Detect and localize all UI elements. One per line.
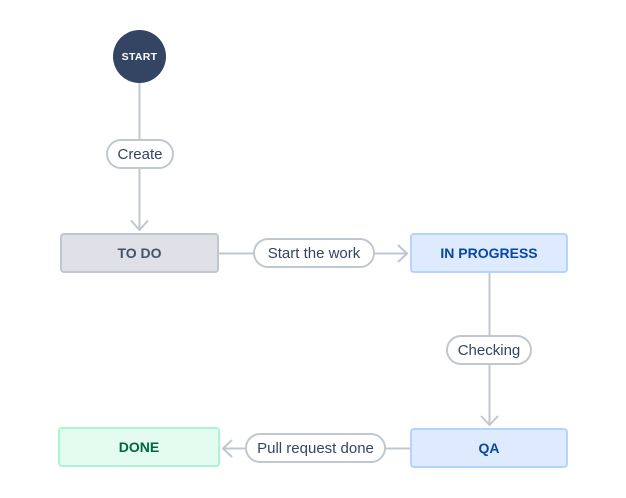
transition-start-the-work[interactable]: Start the work: [253, 238, 375, 268]
start-node[interactable]: START: [113, 30, 166, 83]
status-done[interactable]: DONE: [58, 427, 220, 467]
transition-checking[interactable]: Checking: [446, 335, 532, 365]
transition-create[interactable]: Create: [106, 139, 174, 169]
status-todo[interactable]: TO DO: [60, 233, 219, 273]
status-qa[interactable]: QA: [410, 428, 568, 468]
arrowhead-down-icon: [480, 415, 499, 426]
transition-pull-request-done[interactable]: Pull request done: [245, 433, 386, 463]
arrowhead-right-icon: [397, 244, 408, 263]
arrowhead-left-icon: [222, 439, 233, 458]
arrowhead-down-icon: [130, 220, 149, 231]
status-in-progress[interactable]: IN PROGRESS: [410, 233, 568, 273]
